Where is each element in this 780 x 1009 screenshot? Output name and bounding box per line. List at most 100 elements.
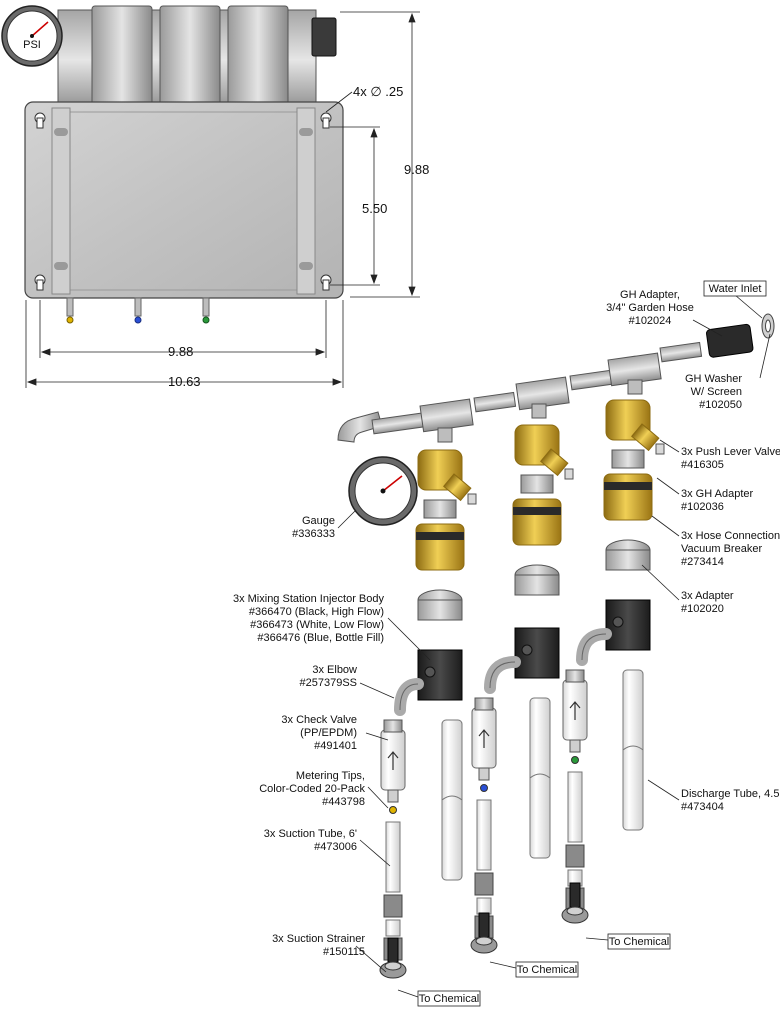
valve-block-2 <box>159 5 221 119</box>
valve-column-1 <box>379 449 477 979</box>
gauge-label: Gauge#336333 <box>292 515 335 540</box>
gauge-top-icon: PSI <box>1 5 63 67</box>
injector-body-label-line-3: #366473 (White, Low Flow) <box>250 619 384 631</box>
vacuum-breaker-label-line-3: #273414 <box>681 556 724 568</box>
vacuum-breaker-label-line-1: 3x Hose Connection <box>681 530 780 542</box>
gh-adapter-label: GH Adapter,3/4" Garden Hose#102024 <box>606 289 694 327</box>
check-valve-label-line-1: 3x Check Valve <box>281 714 357 726</box>
suction-tube-label-line-2: #473006 <box>314 841 357 853</box>
dimension-lines <box>25 11 420 388</box>
water-inlet-box: Water Inlet <box>703 280 767 297</box>
push-lever-valve-label-line-1: 3x Push Lever Valve <box>681 446 780 458</box>
keyhole-slot-tl <box>34 112 46 129</box>
suction-tube <box>385 821 401 893</box>
outlet-barb-1 <box>66 297 74 324</box>
leader-lines <box>337 294 771 998</box>
elbow <box>576 628 612 666</box>
metering-tips-label-line-1: Metering Tips, <box>296 770 365 782</box>
elbow-label: 3x Elbow#257379SS <box>300 664 358 689</box>
height-total-dim: 9.88 <box>404 162 429 177</box>
adapter-label: 3x Adapter#102020 <box>681 590 734 615</box>
suction-strainer <box>569 882 581 908</box>
outlet-barb-3 <box>202 297 210 324</box>
metering-tip <box>480 784 488 792</box>
suction-strainer-label-line-1: 3x Suction Strainer <box>272 933 365 945</box>
elbow <box>394 678 424 716</box>
water-inlet-box-text: Water Inlet <box>709 283 762 295</box>
gh-washer-label-line-1: GH Washer <box>685 373 742 385</box>
outlet-barb-2 <box>134 297 142 324</box>
hex-nipple-1 <box>473 391 517 413</box>
vacuum-breaker <box>512 498 562 546</box>
to-chemical-box-2-text: To Chemical <box>517 964 578 976</box>
discharge-tube <box>529 697 551 859</box>
width-total-dim: 10.63 <box>168 374 201 389</box>
valve-block-1 <box>91 5 153 119</box>
suction-strainer <box>478 912 490 938</box>
gauge-icon <box>348 456 418 526</box>
metering-tip <box>389 806 397 814</box>
adapter-label-line-1: 3x Adapter <box>681 590 734 602</box>
inlet-nut <box>311 17 337 57</box>
metering-tips-label-line-2: Color-Coded 20-Pack <box>259 783 365 795</box>
part-labels: GH Adapter,3/4" Garden Hose#102024 GH Was… <box>233 280 780 1007</box>
check-valve-label-line-2: (PP/EPDM) <box>300 727 357 739</box>
check-valve-label-line-3: #491401 <box>314 740 357 752</box>
gh-adapter-label-line-3: #102024 <box>629 315 672 327</box>
manifold-block-1 <box>419 398 474 433</box>
mounting-plate <box>24 101 344 299</box>
discharge-tube <box>622 669 644 831</box>
gh-adapter-2-label-line-1: 3x GH Adapter <box>681 488 753 500</box>
suction-strainer-label: 3x Suction Strainer#150115 <box>272 933 365 958</box>
keyhole-slot-tr <box>320 112 332 129</box>
hole-callout: 4x ∅ .25 <box>353 84 403 99</box>
discharge-tube-label-line-2: #473404 <box>681 801 724 813</box>
push-lever-valve-label-line-2: #416305 <box>681 459 724 471</box>
metering-tips-label: Metering Tips,Color-Coded 20-Pack#443798 <box>259 770 365 808</box>
suction-tube <box>476 799 492 871</box>
valve-block-3 <box>227 5 289 119</box>
to-chemical-box-1: To Chemical <box>417 990 481 1007</box>
suction-tube-label: 3x Suction Tube, 6'#473006 <box>264 828 357 853</box>
discharge-tube-label-line-1: Discharge Tube, 4.5' <box>681 788 780 800</box>
vacuum-breaker-label-line-2: Vacuum Breaker <box>681 543 762 555</box>
inlet-parts <box>337 313 775 443</box>
to-chemical-box-1-text: To Chemical <box>419 993 480 1005</box>
discharge-tube <box>441 719 463 881</box>
elbow-label-line-1: 3x Elbow <box>312 664 357 676</box>
keyhole-slot-bl <box>34 274 46 291</box>
injector-body-label-line-1: 3x Mixing Station Injector Body <box>233 593 385 605</box>
gauge-label-line-2: #336333 <box>292 528 335 540</box>
width-inner-dim: 9.88 <box>168 344 193 359</box>
vacuum-breaker <box>415 523 465 571</box>
metering-tips-label-line-3: #443798 <box>322 796 365 808</box>
assembled-front-view: PSI <box>1 5 344 324</box>
to-chemical-box-2: To Chemical <box>515 961 579 978</box>
to-chemical-box-3-text: To Chemical <box>609 936 670 948</box>
threaded-nipple-1 <box>371 412 425 435</box>
hex-nipple-2 <box>569 369 613 391</box>
gauge-label-line-1: Gauge <box>302 515 335 527</box>
injector-body <box>605 599 651 651</box>
adapter-label-line-2: #102020 <box>681 603 724 615</box>
to-chemical-box-3: To Chemical <box>607 933 671 950</box>
gh-adapter-label-line-1: GH Adapter, <box>620 289 680 301</box>
gh-adapter <box>706 323 754 358</box>
valve-column-3 <box>561 399 665 924</box>
metering-tip <box>571 756 579 764</box>
check-valve-label: 3x Check Valve(PP/EPDM)#491401 <box>281 714 357 752</box>
gh-washer-label-line-3: #102050 <box>699 399 742 411</box>
gh-adapter-label-line-2: 3/4" Garden Hose <box>606 302 694 314</box>
injector-body <box>514 627 560 679</box>
injector-body-label: 3x Mixing Station Injector Body#366470 (… <box>233 593 385 644</box>
gauge-face-text: PSI <box>23 39 41 51</box>
inlet-nipple <box>659 341 703 363</box>
injector-body-label-line-2: #366470 (Black, High Flow) <box>249 606 384 618</box>
suction-tube-label-line-1: 3x Suction Tube, 6' <box>264 828 357 840</box>
push-lever-valve-label: 3x Push Lever Valve#416305 <box>681 446 780 471</box>
gh-adapter-2-label-line-2: #102036 <box>681 501 724 513</box>
height-inner-dim: 5.50 <box>362 201 387 216</box>
